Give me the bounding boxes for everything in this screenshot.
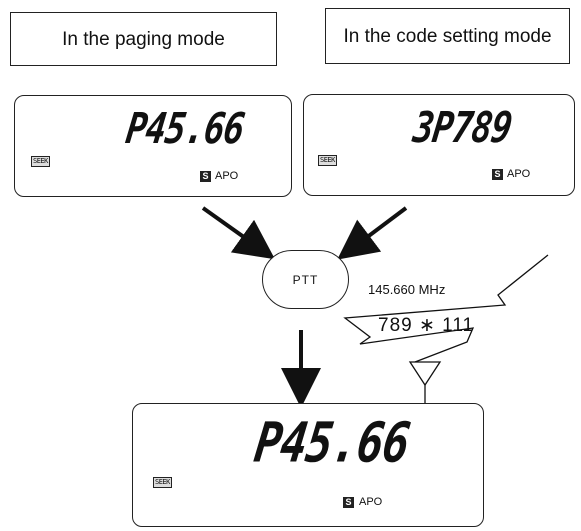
s-icon: S: [492, 169, 503, 180]
transmitted-code: 789 ∗ 111: [378, 315, 475, 336]
apo-indicator: APO: [507, 168, 531, 180]
display-readout: P45.66: [251, 411, 413, 475]
code-setting-mode-label: In the code setting mode: [325, 8, 570, 64]
signal-lightning: [343, 254, 549, 363]
seek-indicator: SEEK: [153, 477, 172, 488]
seek-indicator: SEEK: [31, 156, 50, 167]
arrow-paging-to-ptt: [201, 206, 276, 260]
ptt-button[interactable]: PTT: [262, 250, 349, 309]
apo-indicator: APO: [215, 170, 239, 182]
seek-indicator: SEEK: [318, 155, 337, 166]
s-icon: S: [200, 171, 211, 182]
paging-mode-label: In the paging mode: [10, 12, 277, 66]
arrow-code-to-ptt: [337, 206, 408, 260]
paging-mode-display: SEEK P45.66 S APO: [14, 95, 292, 197]
frequency-label: 145.660 MHz: [368, 282, 446, 297]
antenna-icon: [408, 361, 442, 387]
apo-indicator: APO: [359, 496, 383, 508]
result-display: SEEK P45.66 S APO: [132, 403, 484, 527]
s-icon: S: [343, 497, 354, 508]
code-setting-mode-display: SEEK 3P789 S APO: [303, 94, 575, 196]
